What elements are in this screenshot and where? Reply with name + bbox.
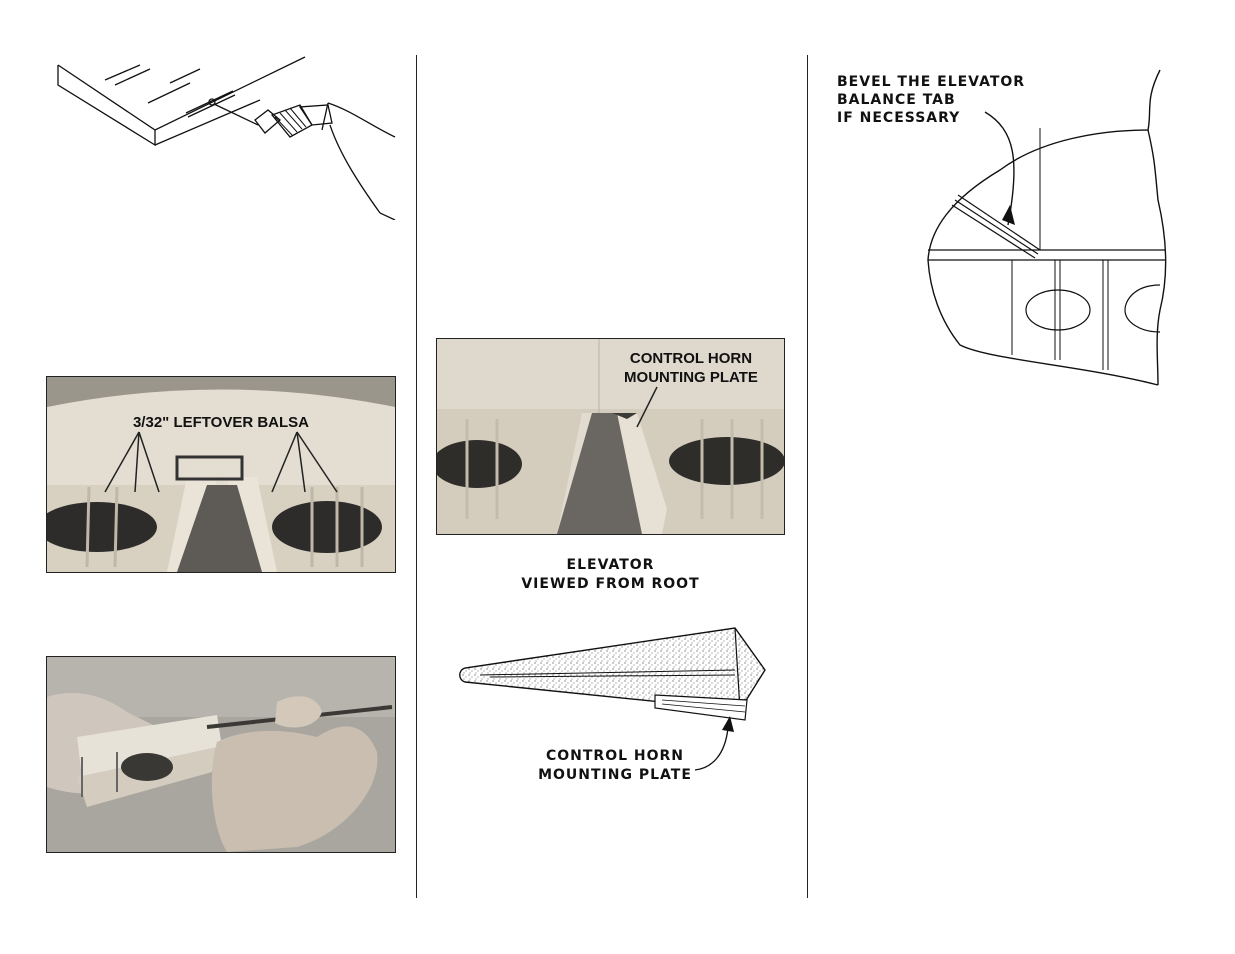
diagram-callout-line1: CONTROL HORN [545,748,685,764]
bevel-callout-line2: BALANCE TAB [837,92,956,108]
elevator-cross-section-diagram [459,627,766,771]
photo-label-line2: MOUNTING PLATE [624,369,758,386]
bevel-callout-line3: IF NECESSARY [837,110,961,126]
photo-leftover-balsa: 3/32" LEFTOVER BALSA [46,376,396,573]
photo-control-horn-plate: CONTROL HORN MOUNTING PLATE [436,338,785,535]
photo-label-leftover-balsa: 3/32" LEFTOVER BALSA [132,414,310,431]
diagram-title-line1: ELEVATOR [566,557,655,573]
photo-hands-sanding [46,656,396,853]
drill-illustration [57,56,396,220]
diagram-title-line2: VIEWED FROM ROOT [521,576,700,592]
column-divider-left [416,55,417,898]
photo-label-line1: CONTROL HORN [629,350,753,367]
column-divider-right [807,55,808,898]
diagram-callout-line2: MOUNTING PLATE [538,767,692,783]
elevator-tip-diagram [927,69,1167,386]
bevel-callout-line1: BEVEL THE ELEVATOR [837,74,1026,90]
